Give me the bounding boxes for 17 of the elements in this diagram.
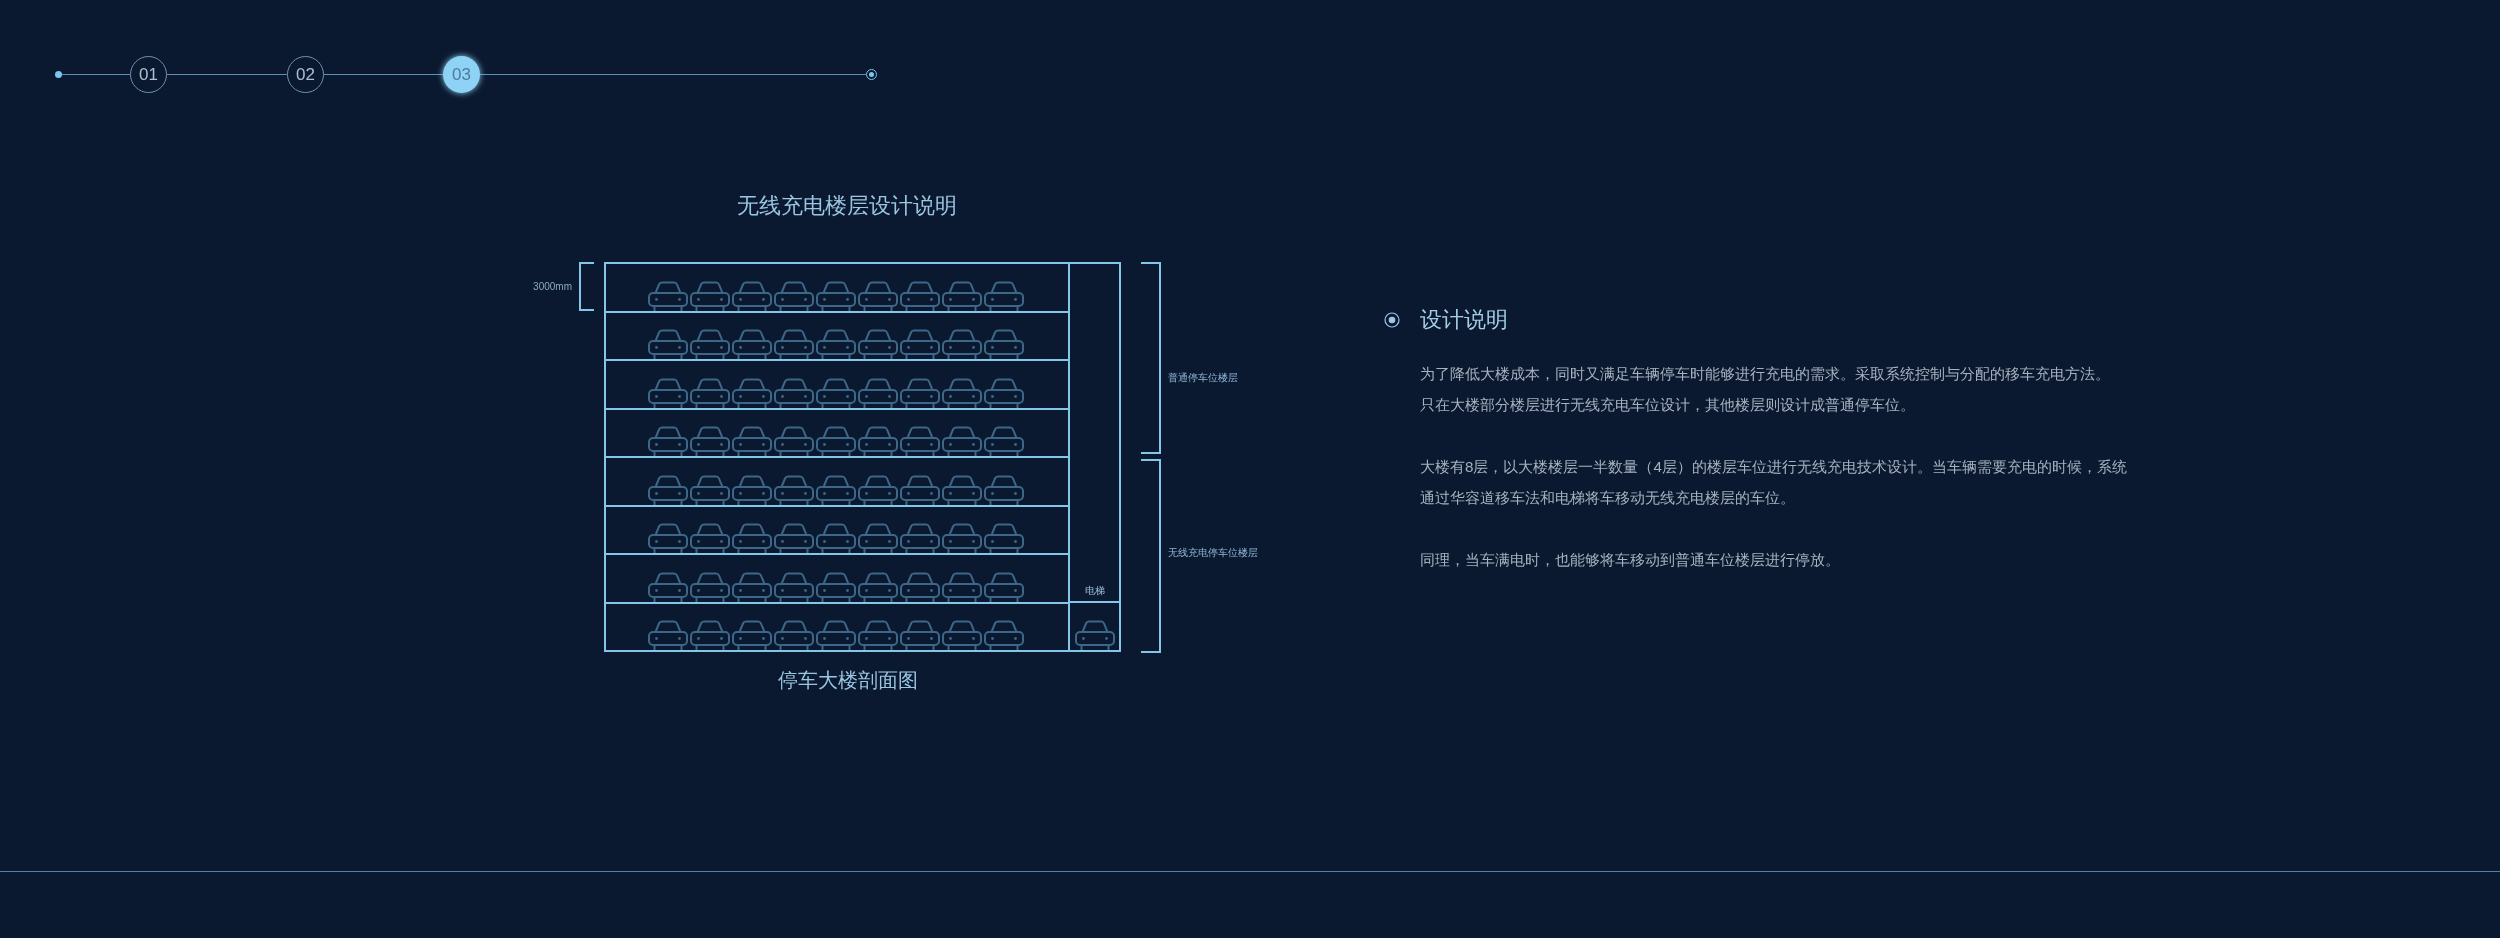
connector-line [166, 74, 288, 75]
diagram-title: 无线充电楼层设计说明 [736, 192, 958, 220]
description-paragraph: 为了降低大楼成本，同时又满足车辆停车时能够进行充电的需求。采取系统控制与分配的移车充电方法。 [1420, 364, 2111, 384]
dimension-label: 3000mm [532, 281, 572, 293]
elevator-shaft [1068, 262, 1121, 652]
description-paragraph: 只在大楼部分楼层进行无线充电车位设计，其他楼层则设计成普通停车位。 [1420, 395, 1916, 415]
connector-line [479, 74, 867, 75]
step-number-active: 03 [443, 56, 480, 93]
diagram-caption: 停车大楼剖面图 [777, 668, 919, 693]
description-paragraph: 大楼有8层，以大楼楼层一半数量（4层）的楼层车位进行无线充电技术设计。当车辆需要充电的时候，系统通过华容道移车法和电梯将车移动无线充电楼层的车位。 [1420, 457, 2128, 508]
description-paragraph: 同理，当车满电时，也能够将车移动到普通车位楼层进行停放。 [1420, 550, 1841, 570]
section-heading: 设计说明 [1420, 307, 1508, 333]
floor-group-label: 普通停车位楼层 [1168, 372, 1238, 384]
elevator-label: 电梯 [1084, 585, 1105, 597]
connector-line [61, 74, 131, 75]
connector-line [323, 74, 444, 75]
floor-group-label: 无线充电停车位楼层 [1168, 547, 1258, 559]
